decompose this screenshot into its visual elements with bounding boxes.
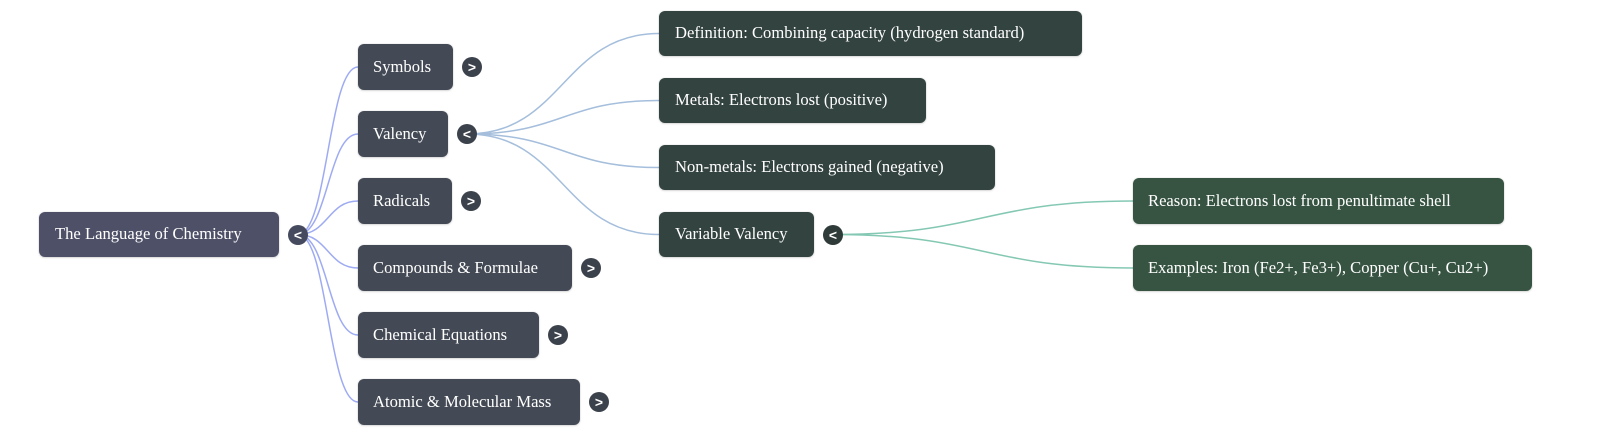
topic-node-chemical-equations[interactable]: Chemical Equations >	[358, 312, 568, 358]
subtopic-label: Metals: Electrons lost (positive)	[675, 90, 888, 110]
subtopic-label: Definition: Combining capacity (hydrogen…	[675, 23, 1025, 43]
collapse-icon[interactable]: <	[828, 226, 838, 243]
topic-node-valency[interactable]: Valency <	[358, 111, 477, 157]
subtopic-node-non-metals[interactable]: Non-metals: Electrons gained (negative)	[659, 145, 995, 190]
valency-collapse-button[interactable]: <	[457, 124, 477, 144]
variable-valency-collapse-button[interactable]: <	[823, 224, 843, 245]
variable-valency-links	[832, 200, 1134, 269]
detail-label: Reason: Electrons lost from penultimate …	[1148, 190, 1451, 210]
expand-icon[interactable]: >	[466, 193, 476, 209]
topic-label: Radicals	[373, 190, 431, 210]
subtopic-node-metals[interactable]: Metals: Electrons lost (positive)	[659, 78, 926, 123]
detail-node-examples[interactable]: Examples: Iron (Fe2+, Fe3+), Copper (Cu+…	[1133, 245, 1532, 291]
valency-links	[466, 32, 660, 236]
topic-label: Atomic & Molecular Mass	[373, 391, 552, 411]
collapse-icon[interactable]: <	[293, 226, 303, 243]
detail-label: Examples: Iron (Fe2+, Fe3+), Copper (Cu+…	[1148, 257, 1489, 277]
subtopic-node-variable-valency[interactable]: Variable Valency <	[659, 212, 843, 257]
topic-node-radicals[interactable]: Radicals >	[358, 178, 481, 224]
detail-node-reason[interactable]: Reason: Electrons lost from penultimate …	[1133, 178, 1504, 224]
expand-icon[interactable]: >	[553, 327, 563, 343]
topic-label: Symbols	[373, 56, 432, 76]
atomic-molecular-mass-expand-button[interactable]: >	[589, 392, 609, 412]
link-valency-to-variable-valency	[466, 133, 660, 236]
root-node[interactable]: The Language of Chemistry <	[39, 212, 308, 257]
expand-icon[interactable]: >	[467, 59, 477, 75]
subtopic-node-definition[interactable]: Definition: Combining capacity (hydrogen…	[659, 11, 1082, 56]
chemical-equations-expand-button[interactable]: >	[548, 325, 568, 345]
link-variable-valency-to-examples	[832, 233, 1134, 269]
expand-icon[interactable]: >	[586, 260, 596, 276]
root-collapse-button[interactable]: <	[288, 224, 308, 245]
link-valency-to-non-metals	[466, 133, 660, 169]
compounds-formulae-expand-button[interactable]: >	[581, 258, 601, 278]
symbols-expand-button[interactable]: >	[462, 57, 482, 77]
expand-icon[interactable]: >	[594, 394, 604, 410]
topic-label: Compounds & Formulae	[373, 257, 539, 277]
link-root-to-atomic-mass	[297, 233, 359, 403]
topic-node-symbols[interactable]: Symbols >	[358, 44, 482, 90]
topic-node-compounds-formulae[interactable]: Compounds & Formulae >	[358, 245, 601, 291]
collapse-icon[interactable]: <	[462, 126, 472, 142]
root-node-label: The Language of Chemistry	[55, 224, 242, 244]
topic-label: Chemical Equations	[373, 324, 508, 344]
link-variable-valency-to-reason	[832, 200, 1134, 236]
subtopic-label: Non-metals: Electrons gained (negative)	[675, 157, 944, 177]
topic-node-atomic-molecular-mass[interactable]: Atomic & Molecular Mass >	[358, 379, 609, 425]
radicals-expand-button[interactable]: >	[461, 191, 481, 211]
subtopic-label: Variable Valency	[675, 224, 788, 244]
link-valency-to-metals	[466, 99, 660, 135]
link-valency-to-definition	[466, 32, 660, 135]
topic-label: Valency	[373, 123, 427, 143]
link-root-to-symbols	[297, 66, 359, 236]
